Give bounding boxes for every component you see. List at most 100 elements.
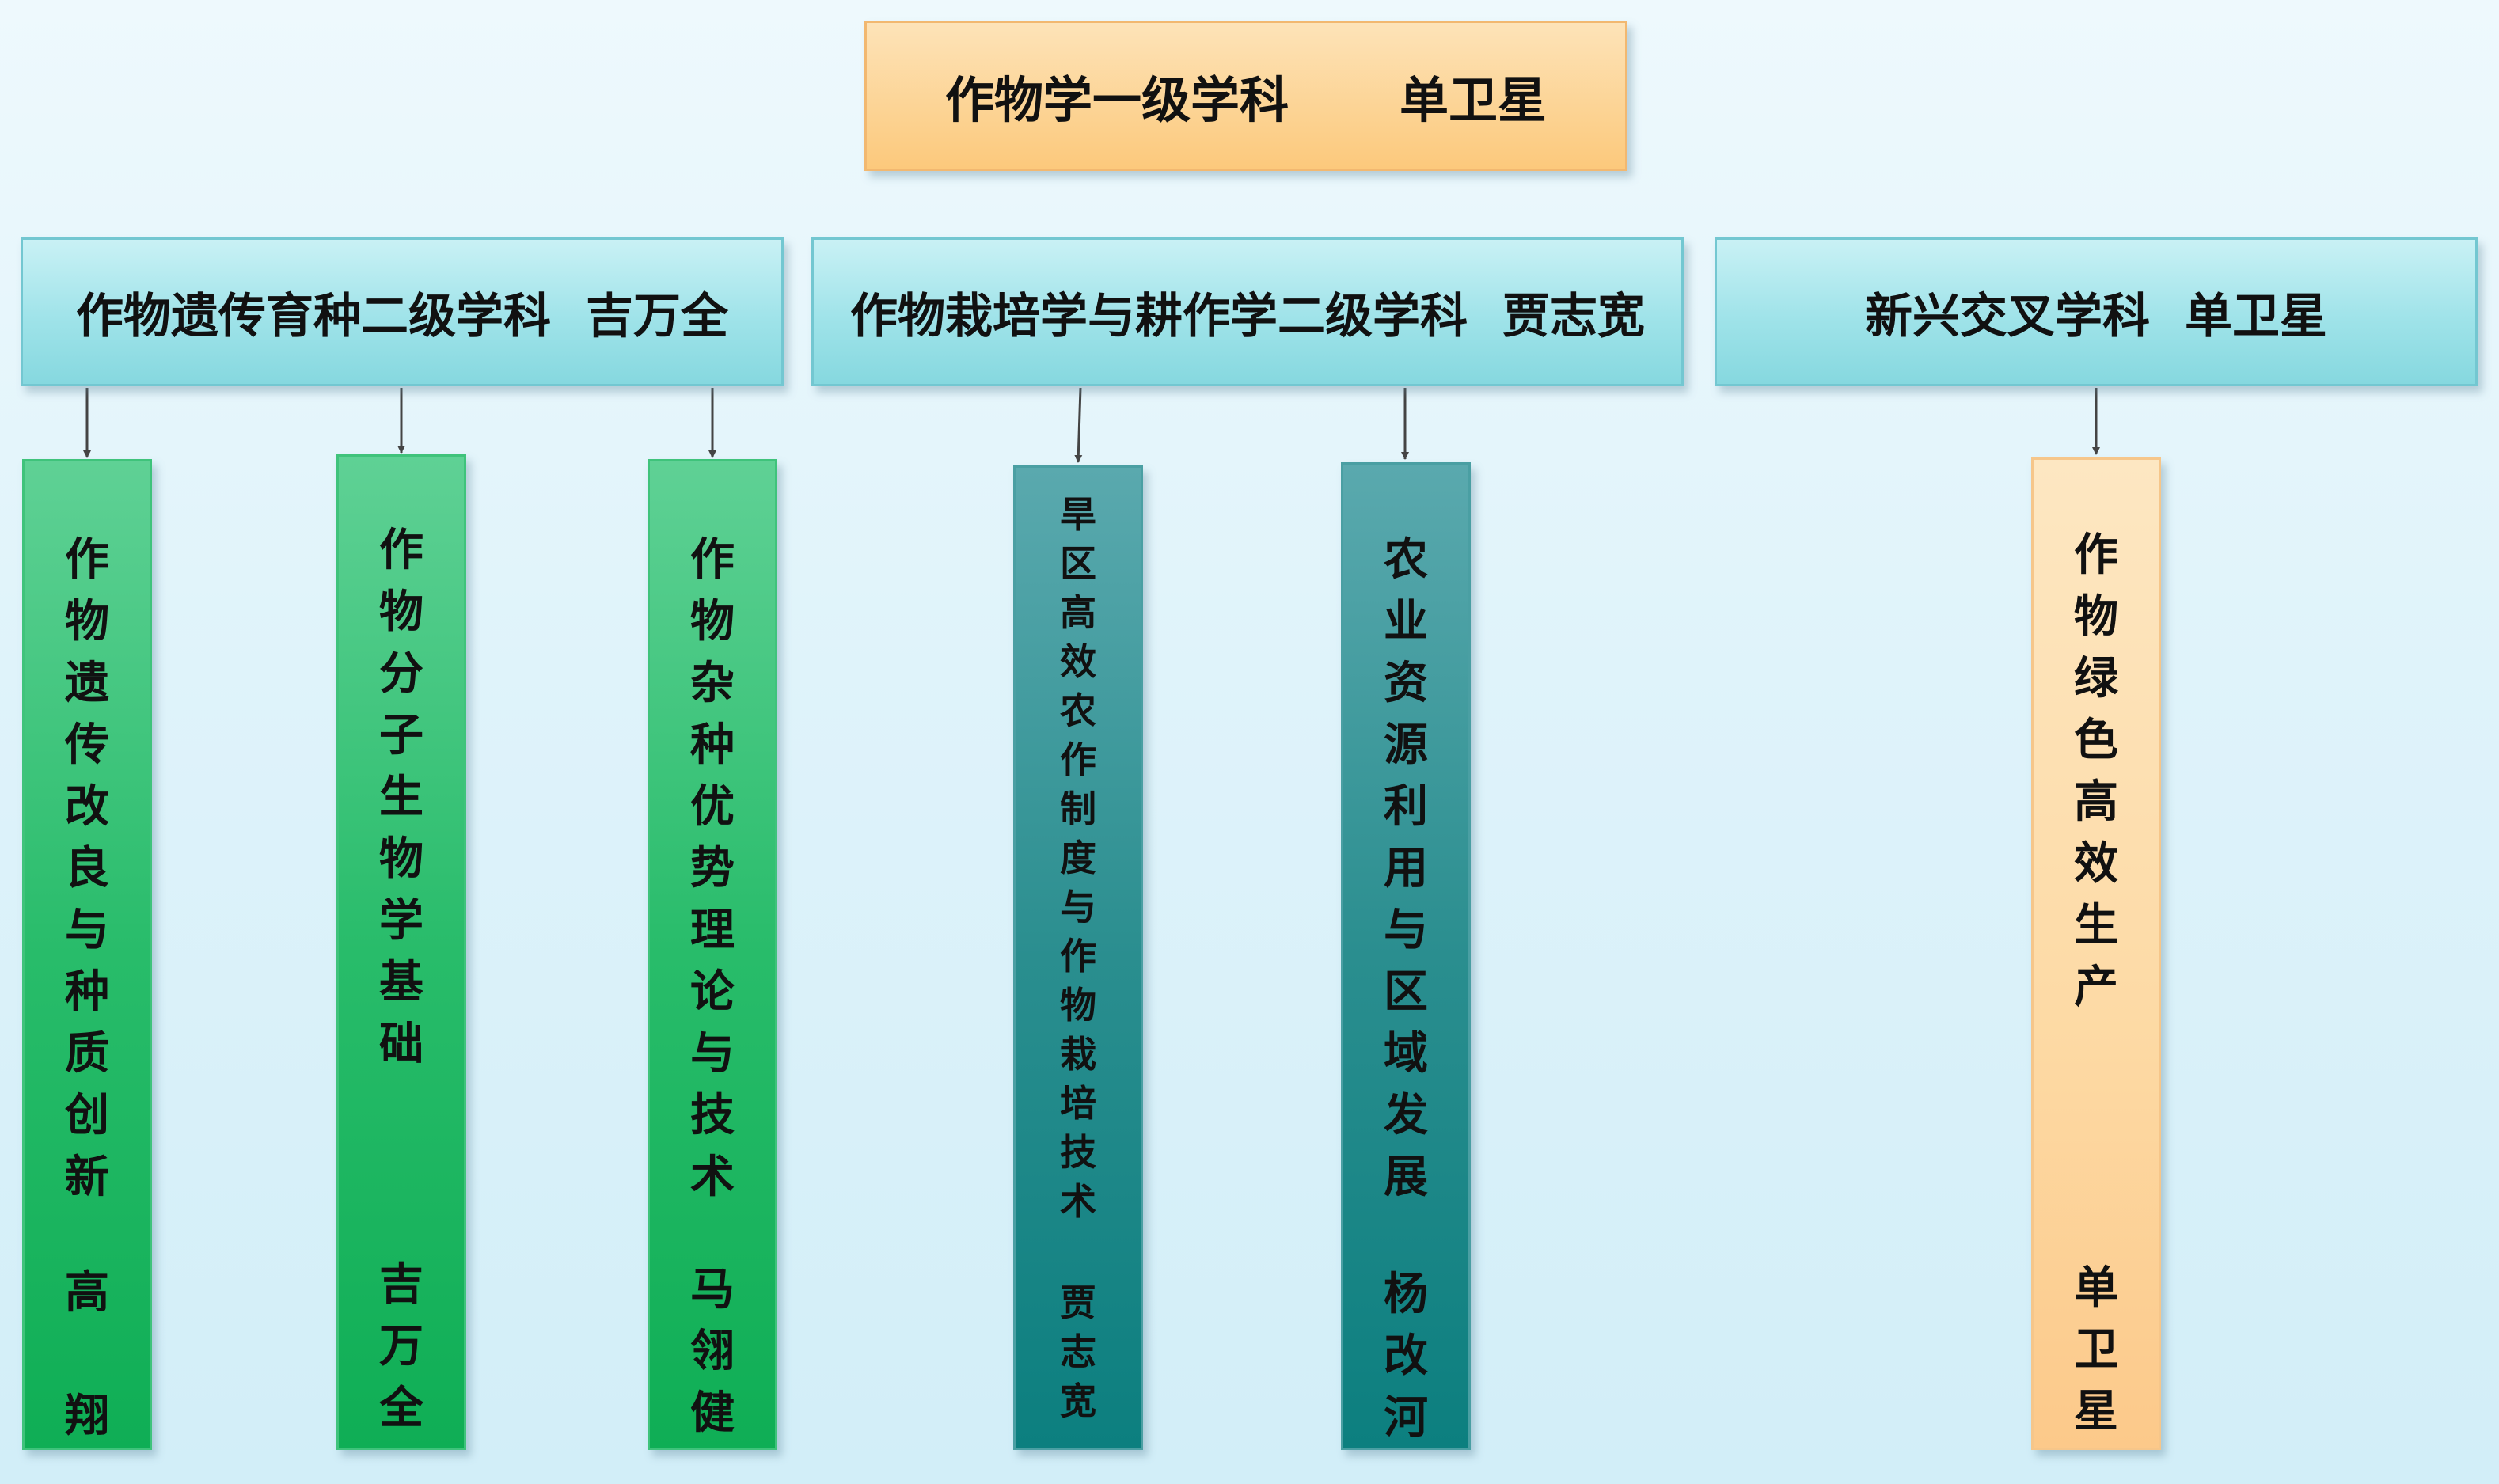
- vertical-char: 健: [690, 1387, 735, 1439]
- vertical-char: 种: [65, 966, 109, 1018]
- vertical-char: 术: [1060, 1180, 1096, 1223]
- vertical-char: 生: [379, 772, 423, 823]
- vertical-char: 资: [1384, 658, 1428, 709]
- vertical-char: 效: [2074, 838, 2118, 890]
- vertical-char: 与: [1384, 905, 1428, 956]
- vertical-char: 绿: [2074, 653, 2118, 704]
- vertical-char: 产: [2074, 962, 2118, 1013]
- vertical-char: 色: [2074, 715, 2118, 766]
- leaf-3-topic: 作物杂种优势理论与技术: [690, 529, 735, 1209]
- vertical-char: 翎: [690, 1326, 735, 1377]
- vertical-char: 种: [690, 719, 735, 771]
- vertical-char: 物: [65, 596, 109, 647]
- branch-1-person: 吉万全: [586, 288, 728, 344]
- vertical-char: 星: [2074, 1386, 2118, 1437]
- vertical-char: 全: [379, 1383, 423, 1434]
- vertical-char: 与: [65, 905, 109, 956]
- leaf-node-6: 作物绿色高效生产 单卫星: [2031, 457, 2161, 1450]
- branch-2-person: 贾志宽: [1502, 288, 1645, 344]
- leaf-4-topic: 旱区高效农作制度与作物栽培技术: [1060, 490, 1096, 1226]
- leaf-4-person: 贾志宽: [1016, 1278, 1141, 1425]
- branch-node-2: 作物栽培学与耕作学二级学科 贾志宽: [811, 237, 1684, 386]
- vertical-char: 高: [1060, 591, 1096, 634]
- vertical-char: 子: [379, 710, 423, 761]
- vertical-char: 作: [379, 525, 423, 576]
- branch-node-3: 新兴交叉学科 单卫星: [1715, 237, 2478, 386]
- vertical-char: 利: [1384, 781, 1428, 833]
- vertical-char: 单: [2074, 1262, 2118, 1314]
- vertical-char: 贾: [1060, 1281, 1096, 1324]
- vertical-char: 发: [1384, 1090, 1428, 1141]
- vertical-char: 万: [379, 1321, 423, 1372]
- branch-2-subject: 作物栽培学与耕作学二级学科: [850, 288, 1468, 344]
- vertical-char: 基: [379, 957, 423, 1008]
- leaf-2-person: 吉万全: [339, 1254, 464, 1440]
- vertical-char: 作: [65, 534, 109, 586]
- vertical-char: 业: [1384, 596, 1428, 647]
- vertical-char: 创: [65, 1090, 109, 1141]
- vertical-char: 栽: [1060, 1033, 1096, 1076]
- branch-3-person: 单卫星: [2185, 288, 2327, 344]
- leaf-2-topic: 作物分子生物学基础: [379, 520, 423, 1076]
- vertical-char: 物: [379, 586, 423, 638]
- vertical-char: 志: [1060, 1330, 1096, 1373]
- vertical-char: 物: [379, 833, 423, 885]
- vertical-char: 遗: [65, 658, 109, 709]
- vertical-char: 高: [2074, 776, 2118, 828]
- vertical-char: 培: [1060, 1082, 1096, 1125]
- vertical-char: 杨: [1384, 1269, 1428, 1320]
- vertical-char: 展: [1384, 1152, 1428, 1203]
- vertical-char: 作: [2074, 529, 2118, 581]
- vertical-char: 作: [1060, 738, 1096, 781]
- vertical-char: 作: [690, 534, 735, 586]
- vertical-char: 用: [1384, 843, 1428, 894]
- vertical-char: 农: [1060, 689, 1096, 732]
- vertical-char: 物: [690, 596, 735, 647]
- leaf-node-4: 旱区高效农作制度与作物栽培技术 贾志宽: [1013, 465, 1143, 1450]
- vertical-char: 杂: [690, 658, 735, 709]
- vertical-char: 势: [690, 843, 735, 894]
- root-subject: 作物学一级学科: [944, 71, 1289, 129]
- leaf-3-person: 马翎健: [650, 1259, 775, 1444]
- vertical-char: 吉: [379, 1259, 423, 1311]
- vertical-char: 生: [2074, 900, 2118, 951]
- vertical-char: 旱: [1060, 493, 1096, 536]
- vertical-char: 技: [690, 1090, 735, 1141]
- vertical-char: 区: [1384, 966, 1428, 1018]
- vertical-char: 传: [65, 719, 109, 771]
- vertical-char: 物: [1060, 984, 1096, 1027]
- root-node: 作物学一级学科 单卫星: [864, 21, 1627, 171]
- leaf-1-topic: 作物遗传改良与种质创新: [65, 529, 109, 1209]
- vertical-char: 与: [1060, 886, 1096, 928]
- vertical-char: 优: [690, 781, 735, 833]
- vertical-char: 翔: [65, 1391, 109, 1442]
- root-person: 单卫星: [1400, 71, 1548, 129]
- vertical-char: 与: [690, 1028, 735, 1080]
- vertical-char: 术: [690, 1152, 735, 1203]
- leaf-6-person: 单卫星: [2034, 1258, 2159, 1443]
- vertical-char: 度: [1060, 837, 1096, 879]
- vertical-char: 河: [1384, 1392, 1428, 1444]
- vertical-char: 宽: [1060, 1380, 1096, 1422]
- vertical-char: 制: [1060, 788, 1096, 830]
- vertical-char: 效: [1060, 640, 1096, 683]
- leaf-node-5: 农业资源利用与区域发展 杨改河: [1341, 462, 1471, 1450]
- vertical-char: 高: [65, 1267, 109, 1319]
- leaf-node-2: 作物分子生物学基础 吉万全: [336, 454, 466, 1450]
- vertical-char: 农: [1384, 534, 1428, 586]
- vertical-char: 卫: [2074, 1324, 2118, 1376]
- leaf-5-person: 杨改河: [1343, 1264, 1468, 1449]
- vertical-char: 论: [690, 966, 735, 1018]
- leaf-1-person: 高翔: [25, 1262, 150, 1448]
- vertical-char: 学: [379, 895, 423, 947]
- vertical-char: 物: [2074, 591, 2118, 643]
- vertical-char: 域: [1384, 1028, 1428, 1080]
- leaf-node-3: 作物杂种优势理论与技术 马翎健: [648, 459, 777, 1450]
- vertical-char: 改: [65, 781, 109, 833]
- leaf-6-topic: 作物绿色高效生产: [2074, 525, 2118, 1019]
- vertical-char: 源: [1384, 719, 1428, 771]
- vertical-char: 区: [1060, 542, 1096, 585]
- branch-1-subject: 作物遗传育种二级学科: [76, 288, 551, 344]
- vertical-char: 础: [379, 1019, 423, 1070]
- vertical-char: 改: [1384, 1330, 1428, 1382]
